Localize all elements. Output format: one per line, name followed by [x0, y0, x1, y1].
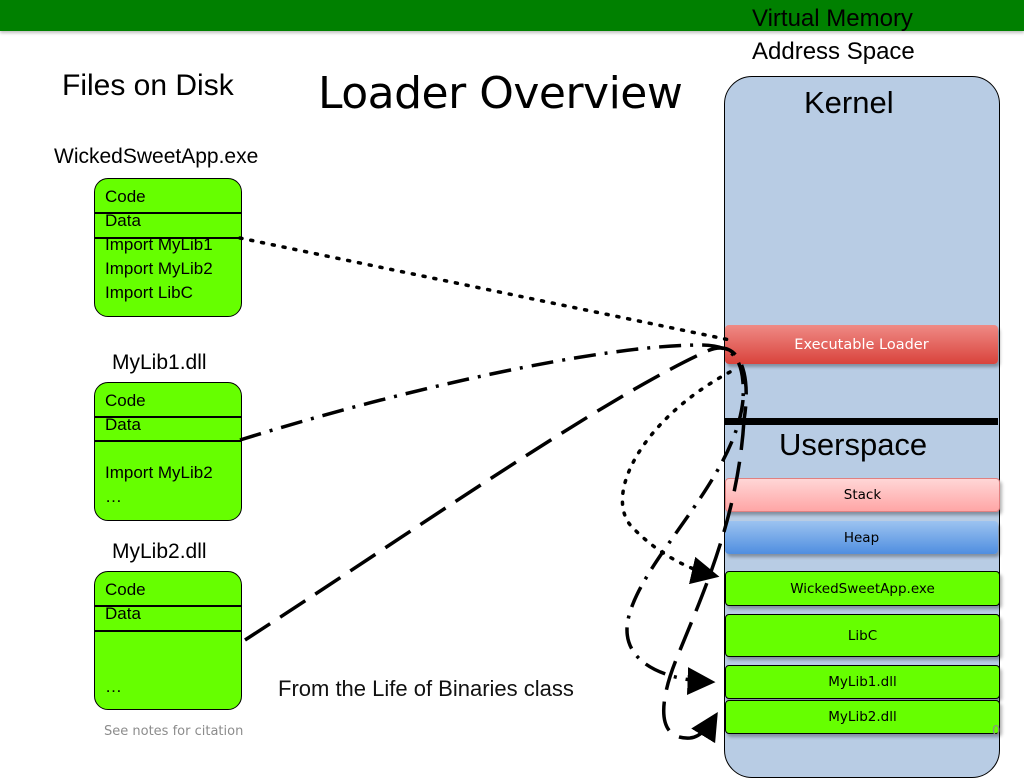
kernel-label: Kernel — [804, 85, 894, 120]
section-divider — [95, 440, 241, 442]
file-box-mylib2: Code Data … — [94, 571, 242, 710]
userspace-label: Userspace — [779, 427, 928, 462]
file-line: Data — [105, 604, 141, 623]
file-line: Import MyLib2 — [105, 463, 213, 482]
file-line: Import MyLib2 — [105, 259, 213, 278]
dotted-connector-loader-to-app — [620, 370, 732, 585]
file-line: Code — [105, 391, 146, 410]
vm-label-line2: Address Space — [752, 38, 915, 65]
file-line: Data — [105, 415, 141, 434]
dashdot-connector-loader-to-mylib1 — [625, 399, 745, 696]
file-box-mylib1: Code Data Import MyLib2 … — [94, 382, 242, 521]
mylib1-segment: MyLib1.dll — [725, 665, 1000, 699]
dotted-connector-app-to-loader — [238, 236, 732, 342]
section-divider — [95, 212, 241, 214]
section-divider — [95, 237, 241, 239]
dashed-connector-mylib2-to-loader — [244, 346, 748, 642]
heap-segment: Heap — [725, 521, 998, 554]
file-name-mylib1: MyLib1.dll — [112, 351, 207, 374]
file-line: Import LibC — [105, 283, 193, 302]
top-bar — [0, 0, 1024, 31]
dashed-connector-loader-to-mylib2 — [661, 419, 746, 744]
file-box-wickedsweetapp: Code Data Import MyLib1 Import MyLib2 Im… — [94, 178, 242, 317]
address-space-column — [724, 76, 1000, 778]
dashdot-connector-mylib1-to-loader — [239, 343, 745, 442]
file-name-wickedsweetapp: WickedSweetApp.exe — [54, 145, 259, 168]
section-divider — [95, 630, 241, 632]
executable-loader-segment: Executable Loader — [725, 325, 998, 364]
mylib2-segment: MyLib2.dll — [725, 700, 1000, 734]
vm-label-line1: Virtual Memory — [752, 5, 913, 32]
files-on-disk-label: Files on Disk — [62, 69, 234, 102]
section-divider — [95, 416, 241, 418]
file-line: … — [105, 677, 122, 696]
page-number: 0 — [992, 724, 1001, 739]
stack-segment: Stack — [725, 478, 1000, 512]
file-name-mylib2: MyLib2.dll — [112, 540, 207, 563]
virtual-memory-label: Virtual Memory Address Space — [752, 2, 915, 68]
file-line: Code — [105, 580, 146, 599]
file-line: Data — [105, 211, 141, 230]
file-line: Code — [105, 187, 146, 206]
file-line: … — [105, 487, 122, 506]
source-caption: From the Life of Binaries class — [278, 676, 574, 701]
kernel-userspace-divider — [724, 418, 998, 425]
app-segment: WickedSweetApp.exe — [725, 571, 1000, 606]
section-divider — [95, 605, 241, 607]
slide-title: Loader Overview — [318, 68, 683, 119]
citation-note: See notes for citation — [104, 724, 244, 739]
libc-segment: LibC — [725, 614, 1000, 657]
file-line: Import MyLib1 — [105, 235, 213, 254]
